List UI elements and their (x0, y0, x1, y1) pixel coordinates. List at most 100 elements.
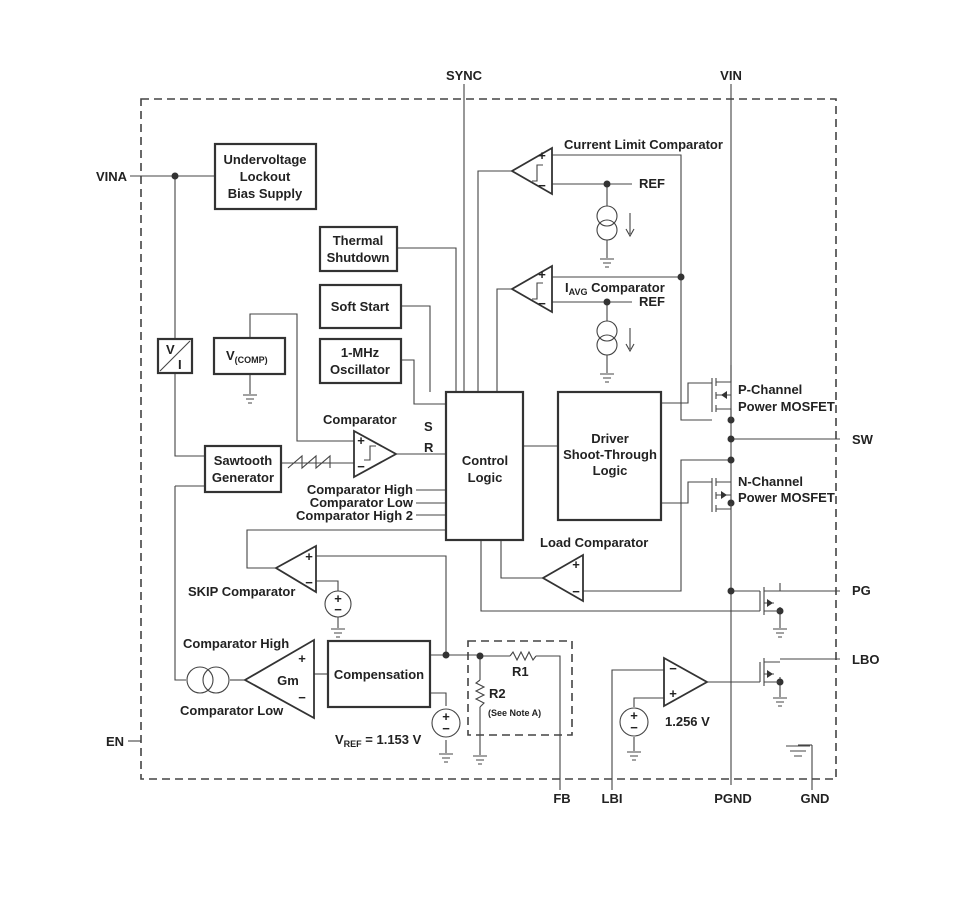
iavg-sub: AVG (569, 287, 588, 297)
gm-high-label: Comparator High (183, 636, 289, 651)
svg-text:+: + (334, 591, 342, 606)
vcomp-main: V (226, 348, 235, 363)
uvlo-block: Undervoltage Lockout Bias Supply (213, 142, 318, 211)
pin-lbi: LBI (602, 791, 623, 806)
svg-text:+: + (538, 148, 546, 163)
pin-gnd: GND (801, 791, 830, 806)
svg-text:−: − (305, 575, 313, 590)
iavg-comparator: + − (510, 264, 553, 314)
current-limit-comparator: + − (510, 146, 553, 196)
svg-text:−: − (334, 602, 342, 617)
reset-input-label: R (424, 440, 434, 455)
oscillator-line-1: 1-MHz (341, 345, 380, 360)
ground-icon (773, 697, 787, 707)
n-channel-mosfet (711, 478, 732, 512)
svg-text:+: + (669, 686, 677, 701)
skip-comparator-label: SKIP Comparator (188, 584, 295, 599)
v-to-i-top: V (166, 342, 175, 357)
wiring (128, 84, 840, 790)
pin-en: EN (106, 734, 124, 749)
thermal-line-2: Shutdown (327, 250, 390, 265)
set-input-label: S (424, 419, 433, 434)
p-channel-line-2: Power MOSFET (738, 399, 835, 414)
svg-text:V(COMP): V(COMP) (226, 348, 268, 365)
r1-resistor-icon (509, 650, 537, 662)
pin-pg: PG (852, 583, 871, 598)
pin-lbo: LBO (852, 652, 879, 667)
comparator-low-label: Comparator Low (310, 495, 414, 510)
note-a-label: (See Note A) (488, 708, 541, 718)
r2-resistor-icon (474, 679, 486, 708)
soft-start-block: Soft Start (318, 283, 403, 330)
svg-text:+: + (572, 557, 580, 572)
oscillator-block: 1-MHz Oscillator (318, 337, 403, 385)
feedback-network-boundary (467, 640, 573, 736)
sawtooth-line-1: Sawtooth (214, 453, 273, 468)
gm-label: Gm (277, 673, 299, 688)
gm-low-label: Comparator Low (180, 703, 284, 718)
sawtooth-line-2: Generator (212, 470, 274, 485)
ground-icon (600, 258, 614, 268)
svg-text:VREF = 1.153 V: VREF = 1.153 V (335, 732, 422, 749)
v-to-i-converter: V I (156, 337, 194, 375)
svg-text:−: − (298, 690, 306, 705)
comparator-high-label: Comparator High (307, 482, 413, 497)
svg-text:IAVG Comparator: IAVG Comparator (565, 280, 665, 297)
iavg-rest: Comparator (587, 280, 664, 295)
driver-line-3: Logic (593, 463, 628, 478)
lbo-output-transistor (759, 658, 780, 686)
comparator-high2-label: Comparator High 2 (296, 508, 413, 523)
svg-text:+: + (630, 708, 638, 723)
svg-text:−: − (669, 661, 677, 676)
gm-amplifier: + − Gm (243, 638, 315, 720)
p-channel-line-1: P-Channel (738, 382, 802, 397)
oscillator-line-2: Oscillator (330, 362, 390, 377)
voltage-source-icon: + − (619, 707, 649, 737)
pin-vin: VIN (720, 68, 742, 83)
current-source-icon (596, 205, 635, 241)
pin-pgnd: PGND (714, 791, 752, 806)
svg-text:+: + (298, 651, 306, 666)
n-channel-line-2: Power MOSFET (738, 490, 835, 505)
svg-text:−: − (572, 584, 580, 599)
pwm-comparator: + − (353, 429, 398, 479)
r1-label: R1 (512, 664, 529, 679)
ref-label-bottom: REF (639, 294, 665, 309)
thermal-shutdown-block: Thermal Shutdown (318, 225, 399, 273)
junction-dots (171, 172, 784, 686)
svg-text:+: + (305, 549, 313, 564)
voltage-source-icon: + − (324, 590, 352, 618)
voltage-source-icon: + − (431, 708, 461, 738)
compensation-block: Compensation (326, 639, 432, 709)
vcomp-block: V(COMP) (212, 336, 287, 376)
ref-label-top: REF (639, 176, 665, 191)
transconductance-coupler-icon (186, 666, 230, 694)
n-channel-line-1: N-Channel (738, 474, 803, 489)
sawtooth-wave-icon (287, 454, 331, 470)
svg-text:+: + (538, 267, 546, 282)
current-limit-label: Current Limit Comparator (564, 137, 723, 152)
pwm-comparator-label: Comparator (323, 412, 397, 427)
control-line-1: Control (462, 453, 508, 468)
vref-value: = 1.153 V (362, 732, 422, 747)
load-comparator-label: Load Comparator (540, 535, 648, 550)
svg-text:+: + (357, 433, 365, 448)
compensation-label: Compensation (334, 667, 424, 682)
control-line-2: Logic (468, 470, 503, 485)
ground-icon (473, 755, 487, 765)
driver-line-2: Shoot-Through (563, 447, 657, 462)
load-comparator: + − (541, 553, 584, 603)
v-to-i-bottom: I (178, 357, 182, 372)
p-channel-mosfet (711, 365, 732, 420)
svg-text:+: + (442, 709, 450, 724)
uvlo-line-2: Lockout (240, 169, 291, 184)
pin-sync: SYNC (446, 68, 483, 83)
driver-line-1: Driver (591, 431, 629, 446)
driver-block: Driver Shoot-Through Logic (556, 390, 663, 522)
ground-icon (243, 394, 257, 404)
soft-start-label: Soft Start (331, 299, 390, 314)
vref-sub: REF (344, 739, 363, 749)
svg-text:−: − (538, 178, 546, 193)
ground-icon (627, 751, 641, 761)
